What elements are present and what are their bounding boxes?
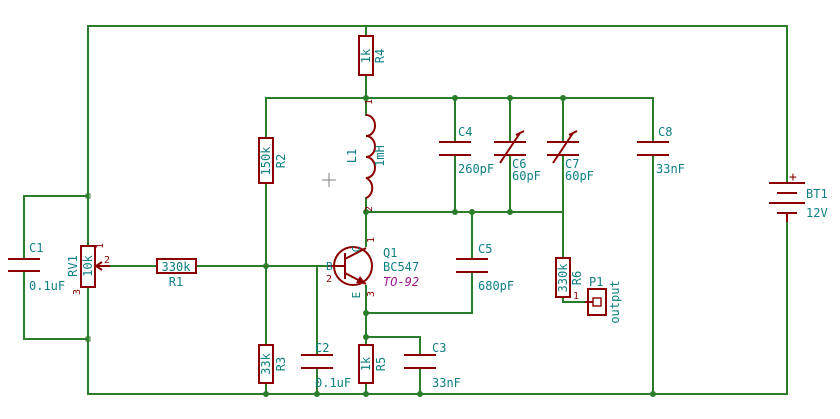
rv1-pin-3: 3 <box>72 289 83 295</box>
battery-bt1[interactable]: + BT1 12V <box>769 170 828 222</box>
c4-ref: C4 <box>458 125 472 139</box>
c7-ref: C7 <box>565 157 579 171</box>
l1-ref: L1 <box>345 149 359 163</box>
r6-value: 330k <box>556 263 570 293</box>
junction-dot <box>363 209 369 215</box>
junction-dot <box>507 95 513 101</box>
c3-value: 33nF <box>432 376 461 390</box>
junction-dot <box>263 263 269 269</box>
resistor-r4[interactable]: 1k R4 <box>358 35 387 76</box>
capacitor-c4[interactable]: C4 260pF <box>439 125 494 176</box>
bt1-plus-sign: + <box>789 170 797 185</box>
r5-value: 1k <box>359 356 373 371</box>
capacitor-c2[interactable]: C2 0.1uF <box>301 341 351 390</box>
rv1-value: 10k <box>81 254 95 276</box>
c4-value: 260pF <box>458 162 494 176</box>
rv1-end-stubs <box>85 193 91 342</box>
junction-dot <box>469 209 475 215</box>
bt1-value: 12V <box>806 206 828 220</box>
c3-ref: C3 <box>432 341 446 355</box>
resistor-r3[interactable]: 33k R3 <box>258 344 288 384</box>
r4-ref: R4 <box>373 49 387 63</box>
l1-value: 1mH <box>373 145 387 167</box>
capacitor-c5[interactable]: C5 680pF <box>456 242 514 293</box>
r2-value: 150k <box>259 146 273 176</box>
resistor-r5[interactable]: 1k R5 <box>358 344 388 384</box>
q1-pin-2: 2 <box>326 274 332 285</box>
c5-value: 680pF <box>478 279 514 293</box>
junction-dot <box>263 391 269 397</box>
c5-ref: C5 <box>478 242 492 256</box>
junction-dot <box>452 95 458 101</box>
q1-pin-b-label: B <box>326 260 333 273</box>
rv1-pin-2: 2 <box>104 255 110 266</box>
r3-value: 33k <box>259 352 273 374</box>
junction-dot <box>417 391 423 397</box>
q1-ref: Q1 <box>383 246 397 260</box>
r4-value: 1k <box>359 48 373 63</box>
q1-pin-3: 3 <box>366 291 377 297</box>
junction-dot <box>363 391 369 397</box>
resistor-r2[interactable]: 150k R2 <box>258 137 288 184</box>
wires <box>23 25 788 395</box>
p1-value: output <box>608 280 622 323</box>
trimmer-capacitor-c6[interactable]: C6 60pF <box>494 130 541 183</box>
junction-dot <box>507 209 513 215</box>
bt1-ref: BT1 <box>806 187 828 201</box>
r2-ref: R2 <box>274 154 288 168</box>
junctions <box>263 95 656 397</box>
c8-value: 33nF <box>656 162 685 176</box>
junction-dot <box>363 95 369 101</box>
c1-value: 0.1uF <box>29 279 65 293</box>
capacitor-c3[interactable]: C3 33nF <box>404 341 461 390</box>
capacitor-c1[interactable]: C1 0.1uF <box>8 241 65 293</box>
trimmer-capacitor-c7[interactable]: C7 60pF <box>547 130 594 183</box>
q1-pin-e-label: E <box>350 292 363 299</box>
resistor-r1[interactable]: 330k R1 <box>156 258 197 289</box>
junction-dot <box>452 209 458 215</box>
resistor-r6[interactable]: 330k R6 <box>555 257 584 298</box>
c2-ref: C2 <box>315 341 329 355</box>
c8-ref: C8 <box>658 125 672 139</box>
junction-dot <box>650 391 656 397</box>
r3-ref: R3 <box>274 357 288 371</box>
r1-value: 330k <box>162 260 192 274</box>
r1-ref: R1 <box>169 275 183 289</box>
connector-p1[interactable]: P1 output 1 <box>573 275 622 324</box>
c6-ref: C6 <box>512 157 526 171</box>
p1-pin-1: 1 <box>573 291 579 302</box>
transistor-q1[interactable]: Q1 BC547 TO-92 C 1 B 2 E 3 <box>326 237 419 298</box>
l1-pin-2: 2 <box>364 206 375 212</box>
junction-dot <box>314 391 320 397</box>
capacitor-c8[interactable]: C8 33nF <box>637 125 685 176</box>
p1-ref: P1 <box>589 275 603 289</box>
q1-pin-c-label: C <box>350 246 363 253</box>
c6-value: 60pF <box>512 169 541 183</box>
q1-footprint: TO-92 <box>383 275 419 289</box>
q1-pin-1: 1 <box>366 237 377 243</box>
q1-value: BC547 <box>383 260 419 274</box>
rv1-ref: RV1 <box>66 255 80 277</box>
junction-dot <box>363 310 369 316</box>
rv1-pin-1: 1 <box>95 243 106 249</box>
potentiometer-rv1[interactable]: 10k RV1 1 2 3 <box>66 243 110 295</box>
r6-ref: R6 <box>570 271 584 285</box>
junction-dot <box>363 334 369 340</box>
c2-value: 0.1uF <box>315 376 351 390</box>
c7-value: 60pF <box>565 169 594 183</box>
junction-dot <box>560 95 566 101</box>
c1-ref: C1 <box>29 241 43 255</box>
r5-ref: R5 <box>374 357 388 371</box>
cursor-crosshair-icon <box>322 173 336 187</box>
l1-pin-1: 1 <box>364 99 375 105</box>
inductor-l1[interactable]: L1 1mH 1 2 <box>345 99 387 212</box>
